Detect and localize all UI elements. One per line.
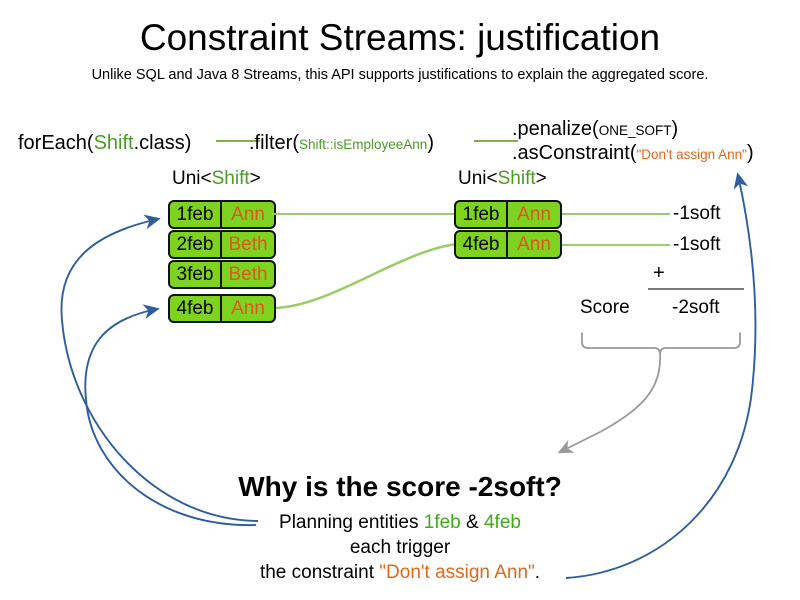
shift-date: 2feb — [168, 230, 222, 259]
penalize-suffix: ) — [671, 118, 679, 140]
shift-date: 3feb — [168, 260, 222, 289]
stream-connector-4feb — [271, 242, 459, 310]
filter-suffix: ) — [427, 132, 434, 154]
shift-employee: Ann — [506, 230, 562, 259]
explanation-constraint-name: "Don't assign Ann" — [379, 562, 535, 583]
uni-label-left: Uni<Shift> — [172, 168, 261, 190]
explanation-line-2: each trigger — [349, 537, 451, 558]
table-row[interactable]: 3feb Beth — [168, 260, 276, 289]
explanation-ampersand: & — [460, 512, 484, 533]
explanation-line3-prefix: the constraint — [259, 562, 380, 583]
pipeline-dash-2 — [474, 140, 518, 142]
table-row[interactable]: 1feb Ann — [454, 200, 562, 229]
code-filter: .filter(Shift::isEmployeeAnn) — [249, 131, 434, 157]
for-each-type: Shift — [93, 132, 134, 154]
score-total: -2soft — [672, 297, 720, 318]
penalize-prefix: .penalize( — [512, 118, 599, 140]
explanation-line-1: Planning entities 1feb & 4feb — [0, 511, 800, 535]
for-each-suffix: .class) — [133, 132, 192, 154]
uni-right-suffix: > — [535, 168, 547, 189]
impact-value-2: -1soft — [673, 234, 721, 255]
impact-connector-1 — [562, 213, 670, 215]
shift-employee: Ann — [220, 200, 276, 229]
explanation-entity-a: 1feb — [423, 512, 461, 533]
as-constraint-prefix: .asConstraint( — [512, 142, 637, 164]
score-label: Score — [580, 297, 630, 318]
score-explanation-arrow — [557, 353, 661, 454]
filter-prefix: .filter( — [249, 132, 299, 154]
table-row[interactable]: 4feb Ann — [168, 294, 276, 323]
explanation-heading: Why is the score -2soft? — [238, 471, 562, 502]
penalize-arg: ONE_SOFT — [598, 123, 672, 138]
shift-date: 1feb — [168, 200, 222, 229]
impact-connector-2 — [562, 244, 670, 246]
shift-employee: Ann — [220, 294, 276, 323]
pipeline-dash-1 — [216, 140, 260, 142]
shift-date: 1feb — [454, 200, 508, 229]
page-title: Constraint Streams: justification — [139, 17, 661, 58]
stream-connector-1feb-left — [272, 213, 458, 215]
code-penalize: .penalize(ONE_SOFT) — [512, 117, 678, 143]
for-each-prefix: forEach( — [18, 132, 94, 154]
explanation-line1-prefix: Planning entities — [279, 512, 424, 533]
as-constraint-arg: "Don't assign Ann" — [636, 147, 747, 162]
explanation-entity-b: 4feb — [483, 512, 521, 533]
shift-employee: Ann — [506, 200, 562, 229]
explanation-line-3: the constraint "Don't assign Ann". — [0, 561, 800, 585]
uni-label-right: Uni<Shift> — [458, 168, 547, 190]
sum-operator: + — [653, 262, 665, 284]
uni-left-prefix: Uni< — [172, 168, 212, 189]
as-constraint-suffix: ) — [746, 142, 754, 164]
filter-arg: Shift::isEmployeeAnn — [299, 137, 428, 152]
uni-right-prefix: Uni< — [458, 168, 498, 189]
explanation-line3-suffix: . — [534, 562, 541, 583]
uni-right-type: Shift — [497, 168, 536, 189]
sum-divider — [648, 288, 744, 290]
code-for-each: forEach(Shift.class) — [18, 131, 191, 155]
uni-left-type: Shift — [211, 168, 250, 189]
code-as-constraint: .asConstraint("Don't assign Ann") — [512, 141, 754, 167]
page-subtitle: Unlike SQL and Java 8 Streams, this API … — [91, 67, 709, 83]
shift-employee: Beth — [220, 230, 276, 259]
impact-value-1: -1soft — [673, 203, 721, 224]
table-row[interactable]: 4feb Ann — [454, 230, 562, 259]
table-row[interactable]: 2feb Beth — [168, 230, 276, 259]
shift-date: 4feb — [168, 294, 222, 323]
shift-employee: Beth — [220, 260, 276, 289]
uni-left-suffix: > — [249, 168, 261, 189]
shift-date: 4feb — [454, 230, 508, 259]
score-brace — [581, 332, 741, 355]
table-row[interactable]: 1feb Ann — [168, 200, 276, 229]
